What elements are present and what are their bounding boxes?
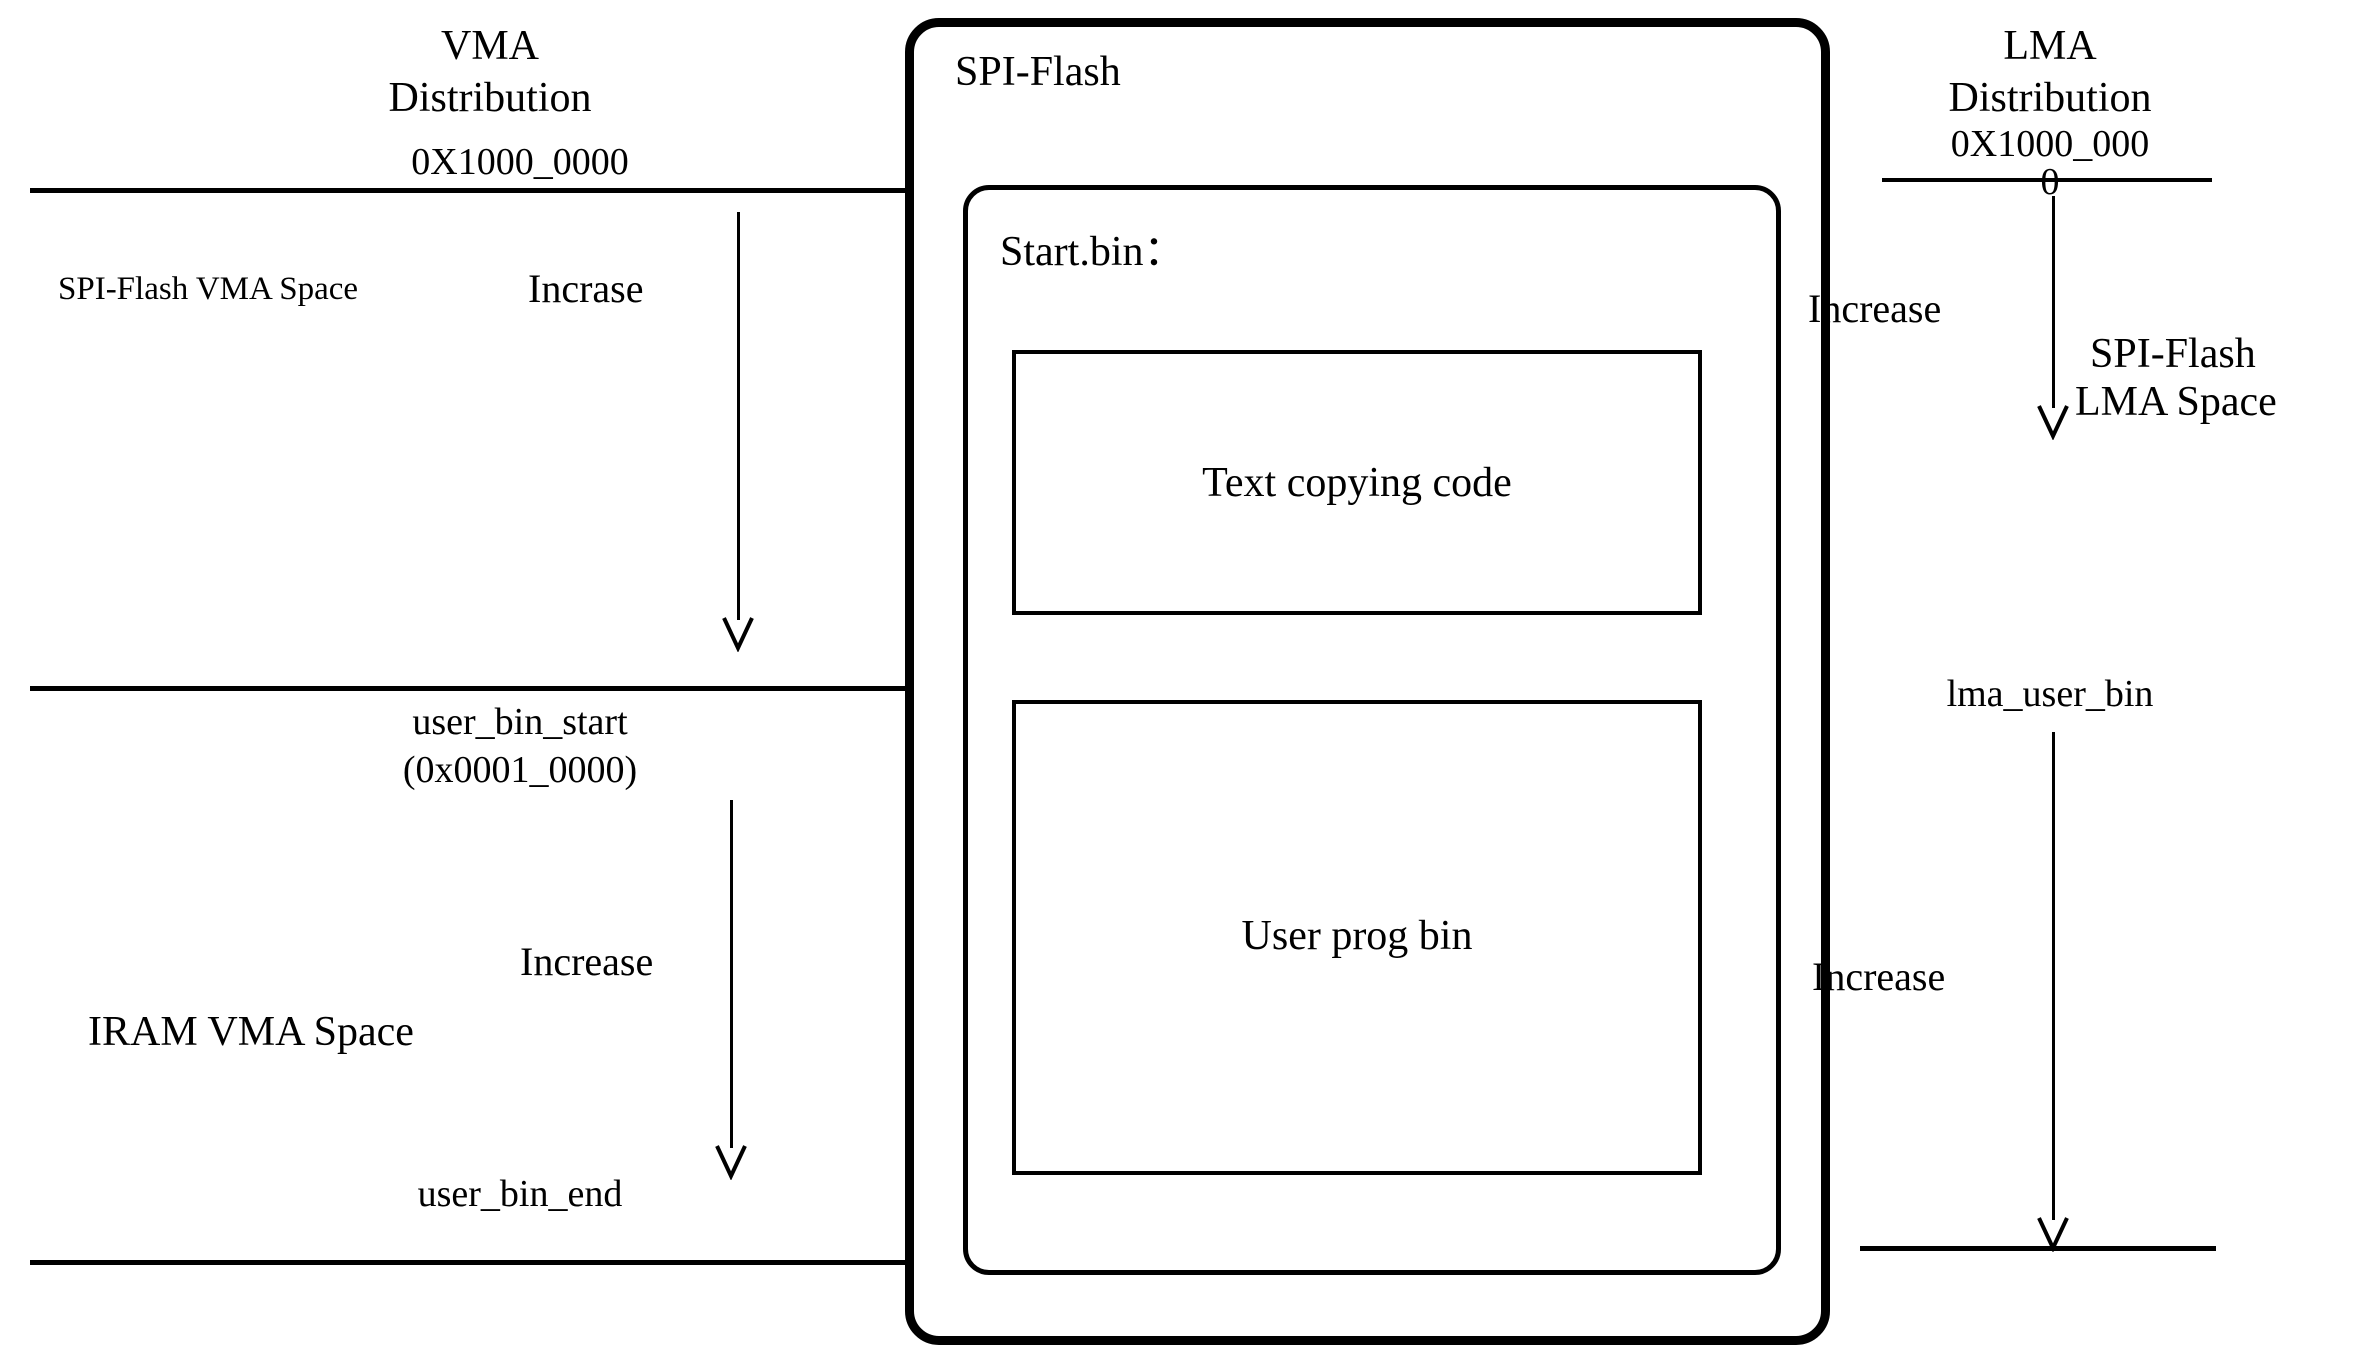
lma-divider-bottom [1860, 1246, 2216, 1251]
segment-label-text-copying-code: Text copying code [1202, 460, 1512, 506]
vma-region2-label: IRAM VMA Space [88, 1009, 414, 1055]
vma-divider-middle [30, 686, 915, 691]
lma-region1-label-line2: LMA Space [2075, 379, 2277, 425]
vma-region2-arrow-label-visible: Increase [520, 939, 654, 984]
vma-region1-label: SPI-Flash VMA Space [58, 271, 359, 307]
vma-addr-mid-line1: user_bin_start [412, 701, 628, 743]
arrowhead-down-icon [722, 617, 754, 652]
lma-addr-mid: lma_user_bin [1946, 673, 2154, 715]
vma-divider-top [30, 188, 915, 193]
lma-region2-arrow-label-visible: Increase [1812, 954, 1946, 999]
vma-addr-top: 0X1000_0000 [411, 141, 629, 183]
arrowhead-down-icon [2037, 405, 2069, 440]
lma-divider-top [1882, 178, 2212, 182]
arrowhead-down-icon [715, 1145, 747, 1180]
vma-addr-mid-line2: (0x0001_0000) [402, 749, 638, 791]
lma-addr-top-line1: 0X1000_000 [1950, 123, 2150, 165]
lma-region1-label-line1: SPI-Flash [2090, 331, 2256, 377]
vma-header-line2: Distribution [388, 75, 592, 121]
lma-header-line1: LMA [2003, 23, 2097, 69]
vma-divider-bottom [30, 1260, 915, 1265]
vma-header-line1: VMA [440, 23, 539, 69]
lma-region1-arrow-label: Increase [1808, 286, 1942, 331]
segment-box-user-prog-bin: User prog bin [1012, 700, 1702, 1175]
segment-box-text-copying-code: Text copying code [1012, 350, 1702, 615]
lma-addr-top-line2: 0 [2040, 161, 2060, 203]
start-bin-title: Start.bin： [1000, 229, 1186, 275]
lma-header-line2: Distribution [1948, 75, 2152, 121]
segment-label-user-prog-bin: User prog bin [1241, 913, 1473, 959]
vma-addr-bottom: user_bin_end [417, 1173, 623, 1215]
spi-flash-box-title: SPI-Flash [955, 49, 1121, 95]
vma-region1-arrow-label: Incrase [528, 266, 644, 311]
